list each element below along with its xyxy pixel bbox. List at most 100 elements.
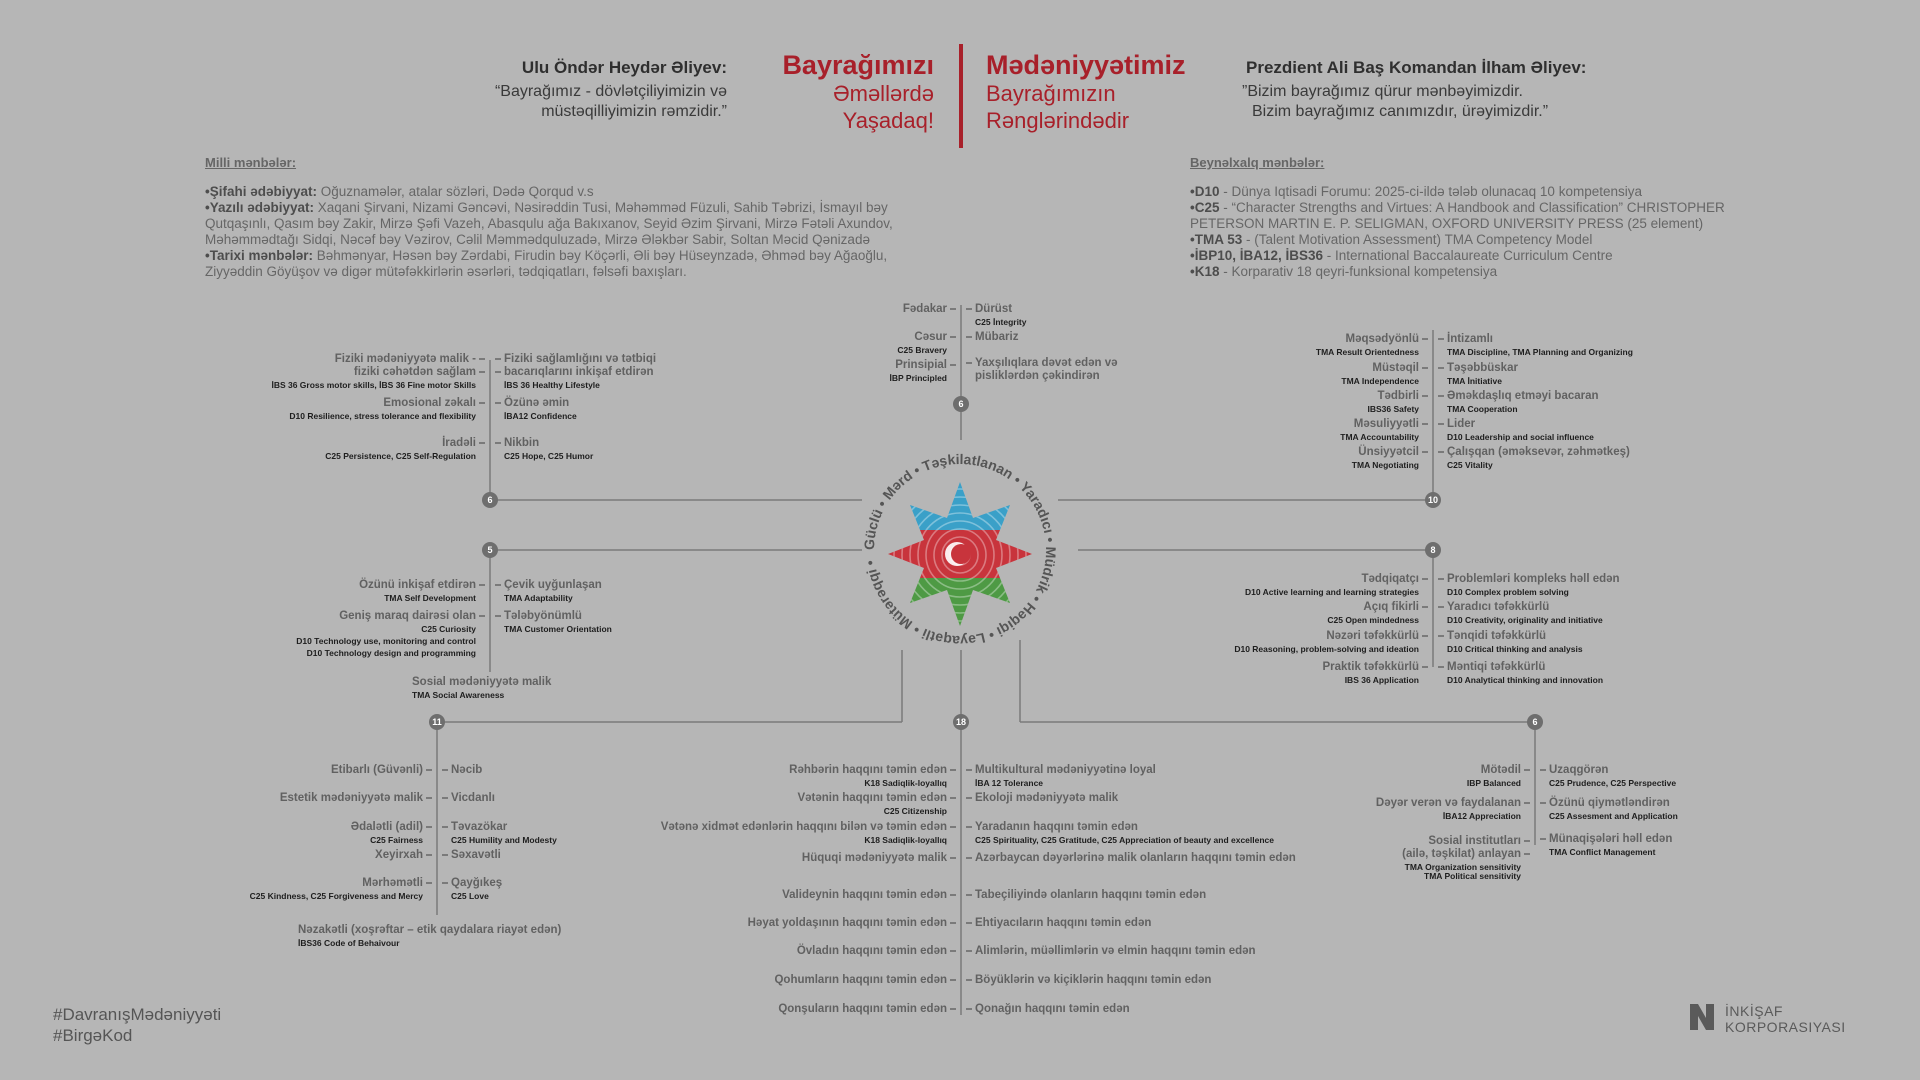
connector-dot [1524, 802, 1530, 804]
competency-title: Fiziki mədəniyyətə malik - [334, 353, 476, 365]
national-sources-title: Milli mənbələr: [205, 155, 297, 170]
competency-title: Mötədil [1480, 764, 1521, 776]
connector-dot [950, 922, 956, 924]
competency-title: Yaradıcı təfəkkürlü [1447, 601, 1550, 613]
connector-dot [950, 950, 956, 952]
competency-source: C25 Hope, C25 Humor [504, 451, 594, 461]
source-line-text: Məhəmmədtağı Sidqi, Nəcəf bəy Vəzirov, C… [205, 232, 870, 247]
connector-dot [1438, 367, 1444, 369]
competency-source: D10 Critical thinking and analysis [1447, 644, 1583, 654]
connector-dot [950, 826, 956, 828]
international-source-line: •C25 - “Character Strengths and Virtues:… [1190, 200, 1725, 216]
competency-source: İBA 12 Tolerance [975, 778, 1044, 788]
connector-dot [966, 1008, 972, 1010]
badge-top: 6 [953, 396, 969, 412]
connector-dot [442, 797, 448, 799]
connector-dot [966, 308, 972, 310]
competency-title: Multikultural mədəniyyətinə loyal [975, 764, 1156, 776]
connector-dot [442, 882, 448, 884]
competency-title: Yaradanın haqqını təmin edən [975, 821, 1138, 833]
competency-title: Prinsipial [895, 359, 947, 371]
left-mid-group-left-item: D10 Technology design and programming [307, 647, 476, 660]
competency-source: C25 Humility and Modesty [451, 835, 557, 845]
competency-title: Dəyər verən və faydalanan [1375, 797, 1521, 809]
competency-title: (ailə, təşkilat) anlayan [1402, 848, 1521, 860]
right-quote-line-1: ”Bizim bayrağımız qürur mənbəyimizdir. [1242, 83, 1523, 100]
competency-source: IBP Balanced [1466, 778, 1521, 788]
competency-source: C25 Persistence, C25 Self-Regulation [325, 451, 476, 461]
national-sources: Milli mənbələr: •Şifahi ədəbiyyat: Oğuzn… [205, 155, 893, 280]
bottom-center-group-right-item: Böyüklərin və kiçiklərin haqqını təmin e… [975, 974, 1211, 987]
connector-dot [479, 402, 485, 404]
international-source-line: •İBP10, İBA12, İBS36 - International Bac… [1190, 248, 1725, 264]
central-emblem: Güclü • Mərd • Təşkilatlanan • Yaradıcı … [861, 451, 1059, 649]
competency-title: Nəcib [451, 764, 483, 776]
competency-title: Mübariz [975, 331, 1019, 343]
competency-title: Hüquqi mədəniyyətə malik [801, 852, 947, 864]
source-line-text: - (Talent Motivation Assessment) TMA Com… [1242, 232, 1593, 247]
bottom-center-group-left-item: Övladın haqqını təmin edən [797, 945, 947, 958]
competency-title: Təşəbbüskar [1447, 362, 1518, 374]
competency-title: Geniş maraq dairəsi olan [339, 610, 476, 622]
bottom-left-group-left-item: Estetik mədəniyyətə malik [280, 792, 423, 805]
connector-dot [1422, 367, 1428, 369]
competency-title: Fədakar [902, 303, 947, 315]
company-logo-icon [1690, 1004, 1714, 1030]
connector-dot [966, 922, 972, 924]
bottom-left-group-left-item: Xeyirxah [375, 849, 423, 862]
competency-title: Tədbirli [1377, 390, 1419, 402]
source-line-text: Ziyyəddin Göyüşov və digər mütəfəkkirlər… [205, 264, 687, 279]
connector-dot [479, 442, 485, 444]
competency-title: Lider [1447, 418, 1476, 430]
hashtag-behavior-culture: #DavranışMədəniyyəti [53, 1005, 222, 1024]
connector-dot [442, 826, 448, 828]
source-line-text: PETERSON MARTIN E. P. SELIGMAN, OXFORD U… [1190, 216, 1704, 231]
competency-source: D10 Creativity, originality and initiati… [1447, 615, 1603, 625]
competency-title: İradəli [442, 437, 476, 449]
competency-source: D10 Reasoning, problem-solving and ideat… [1234, 644, 1419, 654]
national-source-line: •Şifahi ədəbiyyat: Oğuznamələr, atalar s… [205, 184, 893, 200]
competency-source: C25 Citizenship [883, 806, 947, 816]
slogan-right-title: Mədəniyyətimiz [986, 50, 1186, 80]
bottom-center-group-left-item: Valideynin haqqını təmin edən [782, 889, 947, 902]
competency-title: pisliklərdən çəkindirən [975, 370, 1100, 382]
connector-dot [950, 336, 956, 338]
left-mid-group-left-item: D10 Technology use, monitoring and contr… [296, 635, 476, 648]
flag-star-icon [888, 482, 1032, 626]
bottom-center-group-right-item: Tabeçiliyində olanların haqqını təmin ed… [975, 889, 1206, 902]
competency-source: D10 Technology design and programming [306, 648, 476, 658]
slogan-right-line-2: Rənglərindədir [986, 108, 1130, 133]
competency-source: İBA12 Confidence [504, 411, 577, 421]
source-line-bold: •D10 [1190, 184, 1220, 199]
connector-dot [966, 979, 972, 981]
company-logo-name: İNKİŞAF KORPORASIYASI [1725, 1003, 1846, 1035]
bottom-right-group-left-item: TMA Political sensitivity [1424, 870, 1521, 883]
competency-source: İBP Principled [889, 373, 947, 383]
connector-dot [950, 1008, 956, 1010]
slogan-left-line-1: Əməllərdə [833, 81, 934, 106]
competency-title: Münaqişələri həll edən [1549, 833, 1673, 845]
connector-dot [1524, 853, 1530, 855]
competency-title: Valideynin haqqını təmin edən [782, 889, 947, 901]
competency-title: Alimlərin, müəllimlərin və elmin haqqını… [975, 945, 1256, 957]
right-quote-line-2: Bizim bayrağımız canımızdır, ürəyimizdir… [1252, 103, 1549, 120]
competency-title: Tabeçiliyində olanların haqqını təmin ed… [975, 889, 1207, 901]
connector-dot [1422, 635, 1428, 637]
national-source-line: •Yazılı ədəbiyyat: Xaqani Şirvani, Nizam… [205, 200, 893, 216]
competency-source: IBS 36 Application [1344, 675, 1419, 685]
